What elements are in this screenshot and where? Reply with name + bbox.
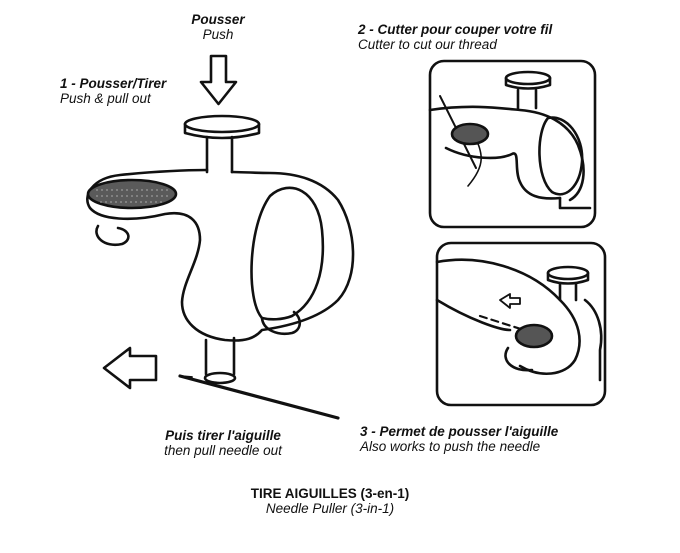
label-step1-en: Push & pull out [60, 91, 166, 106]
title-en: Needle Puller (3-in-1) [200, 501, 460, 516]
bottom-stem [205, 338, 235, 383]
fabric-pad [88, 180, 176, 208]
label-push-en: Push [178, 27, 258, 42]
diagram-title: TIRE AIGUILLES (3-en-1) Needle Puller (3… [200, 486, 460, 516]
label-pull-fr: Puis tirer l'aiguille [128, 428, 318, 443]
label-pull-en: then pull needle out [128, 443, 318, 458]
push-small-arrow-icon [500, 294, 520, 308]
label-step1: 1 - Pousser/Tirer Push & pull out [60, 76, 166, 106]
plunger-button [185, 116, 259, 172]
lens-window [252, 188, 323, 319]
label-step2-fr: 2 - Cutter pour couper votre fil [358, 22, 552, 37]
label-step2-en: Cutter to cut our thread [358, 37, 552, 52]
label-step2: 2 - Cutter pour couper votre fil Cutter … [358, 22, 552, 52]
label-step3-en: Also works to push the needle [360, 439, 558, 454]
label-pull: Puis tirer l'aiguille then pull needle o… [128, 428, 318, 458]
pull-arrow-icon [104, 348, 156, 388]
push-arrow-icon [201, 56, 236, 104]
label-push-fr: Pousser [178, 12, 258, 27]
label-step3-fr: 3 - Permet de pousser l'aiguille [360, 424, 558, 439]
label-push: Pousser Push [178, 12, 258, 42]
needle [180, 376, 338, 418]
label-step1-fr: 1 - Pousser/Tirer [60, 76, 166, 91]
panel-push-illustration [437, 260, 601, 380]
title-fr: TIRE AIGUILLES (3-en-1) [200, 486, 460, 501]
label-step3: 3 - Permet de pousser l'aiguille Also wo… [360, 424, 558, 454]
needle-clip [96, 226, 128, 245]
